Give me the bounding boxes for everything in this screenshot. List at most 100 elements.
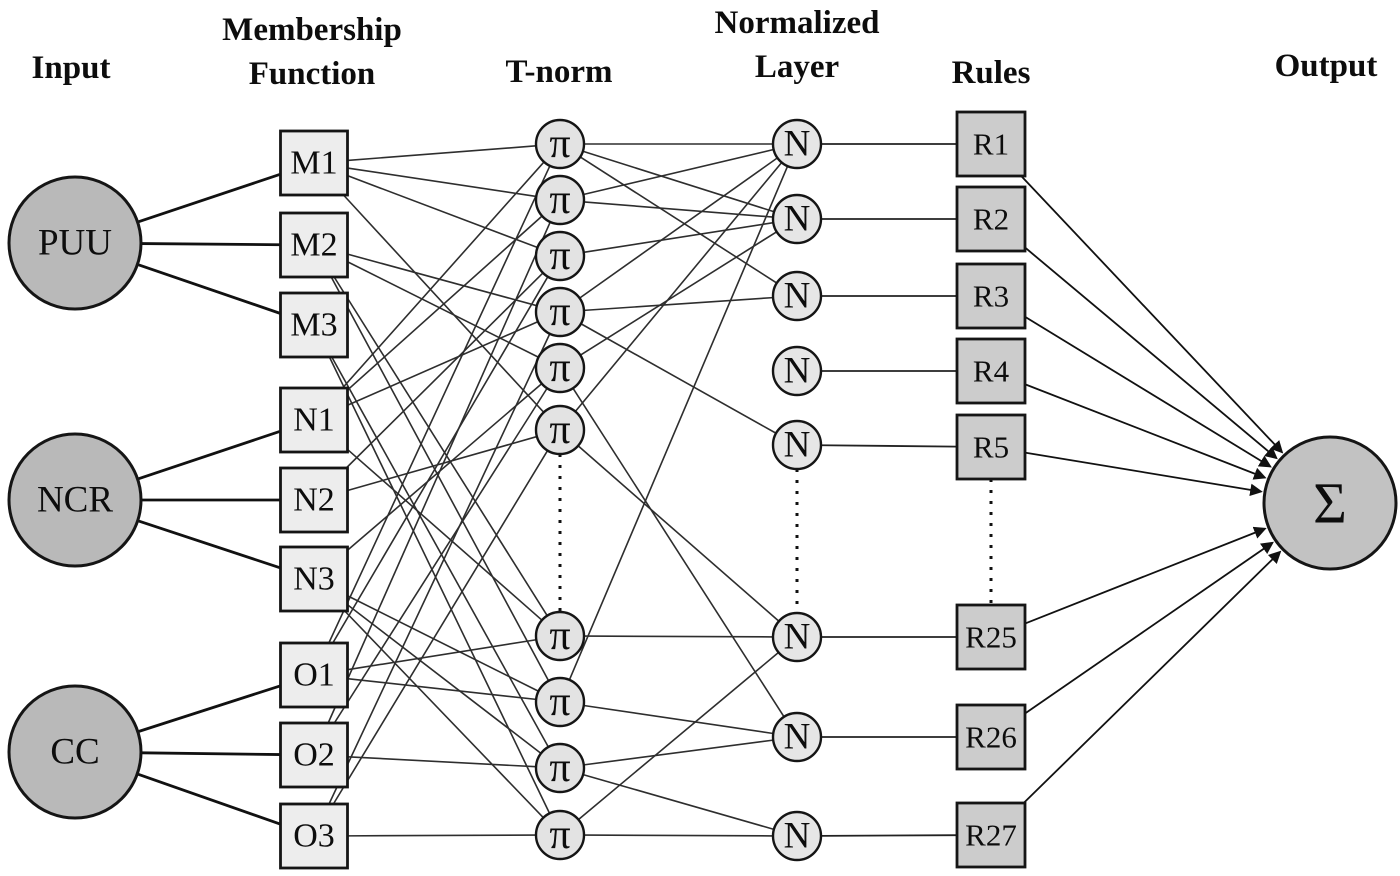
edge-p4-nn5 <box>580 323 777 434</box>
node-r2-label: R2 <box>973 202 1009 237</box>
node-o3: O3 <box>279 802 349 870</box>
edge-p6-nn1 <box>574 161 783 413</box>
edge-nn5-r5 <box>820 444 958 448</box>
node-r4: R4 <box>955 337 1027 405</box>
node-m3-label: M3 <box>290 307 337 344</box>
header-input-line: Input <box>32 50 111 86</box>
node-r2: R2 <box>955 185 1027 253</box>
node-r26: R26 <box>955 703 1027 771</box>
edge-p3-nn2 <box>583 221 774 254</box>
node-p6: π <box>534 404 586 456</box>
node-nn2-label: N <box>784 199 811 240</box>
node-puu-label: PUU <box>38 223 112 264</box>
tnorm-node-shape <box>534 404 586 456</box>
node-p1: π <box>534 118 586 170</box>
edge-ncr-n3 <box>137 519 281 570</box>
rules-node-shape <box>955 262 1027 330</box>
edge-p9-nn8 <box>582 773 775 831</box>
node-n2: N2 <box>279 466 349 534</box>
edge-p6-nn6 <box>577 445 780 622</box>
node-p1-label: π <box>549 121 570 167</box>
node-nn5: N <box>771 419 823 471</box>
node-n3-label: N3 <box>293 561 335 598</box>
mf-node-shape <box>279 641 349 709</box>
header-rules-line: Rules <box>952 55 1031 91</box>
tnorm-node-shape <box>534 230 586 282</box>
node-nn6: N <box>771 611 823 663</box>
node-p5-label: π <box>549 345 570 391</box>
node-nn2: N <box>771 193 823 245</box>
node-ncr: NCR <box>7 432 143 568</box>
norm-node-shape <box>771 711 823 763</box>
edge-r2-sigma <box>1024 246 1278 460</box>
node-nn1: N <box>771 118 823 170</box>
node-r27: R27 <box>955 801 1027 869</box>
node-r4-label: R4 <box>973 354 1010 389</box>
edge-p10-nn6 <box>577 651 780 821</box>
node-o3-label: O3 <box>293 818 335 855</box>
node-m1-label: M1 <box>290 145 337 182</box>
node-nn3-label: N <box>784 276 811 317</box>
rules-node-shape <box>955 185 1027 253</box>
node-p8-label: π <box>549 679 570 725</box>
node-p5: π <box>534 342 586 394</box>
edge-puu-m3 <box>136 263 281 315</box>
norm-node-shape <box>771 270 823 322</box>
edge-p7-nn6 <box>583 635 774 638</box>
node-o1-label: O1 <box>293 657 335 694</box>
node-nn4-label: N <box>784 351 811 392</box>
mf-node-shape <box>279 129 349 197</box>
edge-o3-p4 <box>328 333 551 805</box>
node-p2: π <box>534 174 586 226</box>
node-p10-label: π <box>549 812 570 858</box>
edge-p2-nn2 <box>583 201 774 218</box>
edge-n2-p3 <box>345 272 544 469</box>
edge-p4-nn3 <box>583 296 774 312</box>
edge-m2-p7 <box>333 276 548 617</box>
node-o1: O1 <box>279 641 349 709</box>
node-nn8: N <box>771 810 823 862</box>
node-m3: M3 <box>279 291 349 359</box>
nodes-layer: PUUNCRCCM1M2M3N1N2N3O1O2O3ππππππππππNNNN… <box>7 110 1398 870</box>
node-r25: R25 <box>955 603 1027 671</box>
edge-r27-sigma <box>1023 550 1282 804</box>
node-p7-label: π <box>549 613 570 659</box>
edge-r26-sigma <box>1024 541 1274 715</box>
tnorm-node-shape <box>534 286 586 338</box>
edge-n1-p2 <box>346 215 543 391</box>
node-p9-label: π <box>549 745 570 791</box>
node-nn1-label: N <box>784 124 811 165</box>
mf-node-shape <box>279 721 349 789</box>
tnorm-node-shape <box>534 174 586 226</box>
edges-layer <box>136 143 1284 837</box>
node-r3: R3 <box>955 262 1027 330</box>
header-t-norm-line: T-norm <box>506 54 613 90</box>
edge-o1-p3 <box>332 276 549 644</box>
norm-node-shape <box>771 419 823 471</box>
node-n3: N3 <box>279 545 349 613</box>
node-p10: π <box>534 809 586 861</box>
edge-cc-o1 <box>137 684 281 734</box>
edge-p10-nn8 <box>583 834 774 837</box>
rules-node-shape <box>955 703 1027 771</box>
edge-p8-nn1 <box>568 165 789 681</box>
node-puu: PUU <box>7 175 143 311</box>
norm-node-shape <box>771 193 823 245</box>
node-n1-label: N1 <box>293 402 335 439</box>
node-r5-label: R5 <box>973 430 1009 465</box>
tnorm-node-shape <box>534 610 586 662</box>
node-r5: R5 <box>955 413 1027 481</box>
edge-n3-p10 <box>344 610 544 819</box>
edge-nn8-r27 <box>820 834 958 837</box>
node-ncr-label: NCR <box>37 480 113 521</box>
input-node-shape <box>7 684 143 820</box>
node-cc-label: CC <box>50 732 99 773</box>
node-nn8-label: N <box>784 816 811 857</box>
header-output: Output <box>1275 48 1378 84</box>
rules-node-shape <box>955 337 1027 405</box>
node-r1-label: R1 <box>973 127 1009 162</box>
edge-puu-m1 <box>137 172 281 224</box>
